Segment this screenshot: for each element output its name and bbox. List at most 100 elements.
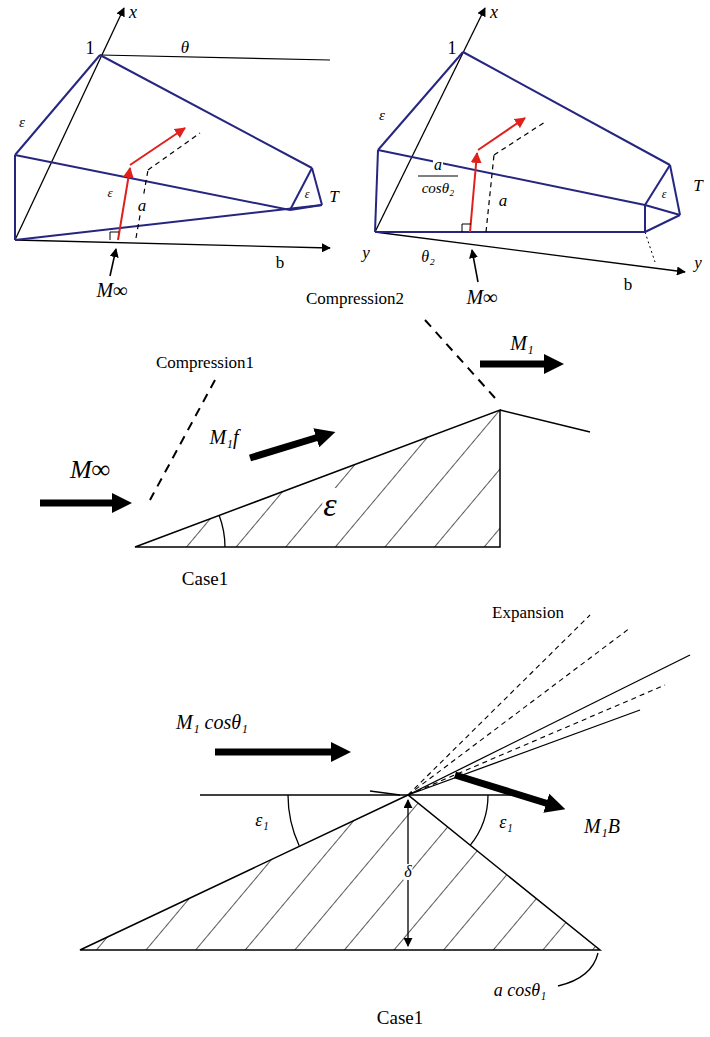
wedge-3d-right-stroke bbox=[478, 118, 525, 150]
angle-label: ε₁ bbox=[254, 811, 269, 829]
wedge-3d-left-stroke bbox=[118, 168, 130, 240]
wedge-3d-right-stroke bbox=[645, 215, 680, 232]
expansion-wedge bbox=[80, 615, 690, 986]
thickness-label: T bbox=[328, 188, 339, 205]
compression-wedge-stroke bbox=[250, 436, 322, 458]
angle-label: θ bbox=[180, 39, 190, 56]
axis-label: x bbox=[128, 3, 138, 21]
expansion-wedge-stroke bbox=[408, 685, 665, 795]
compression-wedge bbox=[40, 320, 590, 547]
wedge-3d-right-stroke bbox=[494, 122, 545, 155]
wedge-3d-left-stroke bbox=[148, 133, 200, 170]
angle-label: θ₂ bbox=[420, 249, 435, 265]
expansion-wedge-stroke bbox=[200, 794, 520, 795]
fraction-denominator: cosθ₂ bbox=[421, 181, 456, 196]
expansion-wedge-stroke bbox=[80, 795, 600, 950]
point-label: 1 bbox=[447, 39, 458, 57]
expansion-wedge-stroke bbox=[408, 628, 630, 795]
wedge-3d-left-stroke bbox=[15, 240, 330, 248]
wedge-3d-left-stroke bbox=[100, 55, 312, 168]
expansion-wedge-stroke bbox=[370, 791, 400, 795]
wedge-3d-right-stroke bbox=[375, 8, 485, 232]
wedge-3d-right-stroke bbox=[462, 224, 471, 232]
compression-wedge-stroke bbox=[219, 515, 225, 547]
angle-label: ε₁ bbox=[498, 813, 513, 831]
axis-label: y bbox=[693, 254, 703, 271]
axis-label: y bbox=[361, 244, 371, 261]
wedge-3d-left-stroke bbox=[110, 232, 119, 240]
expansion-wedge-stroke bbox=[470, 795, 488, 845]
expansion-wedge-stroke bbox=[408, 710, 640, 795]
compression-wedge-stroke bbox=[150, 380, 215, 500]
angle-label: ε bbox=[304, 188, 311, 200]
angle-label: ε bbox=[378, 108, 386, 123]
wave-label: Expansion bbox=[491, 604, 565, 621]
wedge-3d-left-stroke bbox=[290, 205, 322, 210]
wedge-3d-left-stroke bbox=[130, 128, 185, 165]
compression-wedge-stroke bbox=[135, 410, 500, 547]
wave-label: Compression2 bbox=[305, 290, 405, 307]
wedge-3d-right-stroke bbox=[645, 205, 680, 215]
wedge-3d-right-stroke bbox=[418, 175, 458, 176]
span-label: b bbox=[623, 276, 634, 293]
compression-wedge-stroke bbox=[500, 410, 590, 432]
fraction-numerator: a bbox=[433, 157, 443, 173]
compression-wedge-stroke bbox=[425, 320, 495, 398]
case-caption: Case1 bbox=[181, 569, 229, 588]
wedge-3d-left-stroke bbox=[290, 168, 312, 210]
angle-label: ε bbox=[322, 488, 337, 522]
mach-label: M∞ bbox=[96, 280, 129, 300]
wedge-3d-left-stroke bbox=[100, 55, 330, 60]
wedge-3d-right-stroke bbox=[378, 52, 463, 150]
wedge-3d-right-stroke bbox=[470, 153, 477, 232]
wedge-3d-right-stroke bbox=[472, 250, 478, 282]
wedge-3d-left-stroke bbox=[110, 249, 116, 276]
thickness-label: T bbox=[692, 177, 703, 194]
wedge-3d-right-stroke bbox=[463, 52, 670, 165]
expansion-wedge-stroke bbox=[288, 795, 299, 846]
wedge-3d-right-stroke bbox=[645, 232, 655, 262]
expansion-wedge-stroke bbox=[215, 749, 337, 756]
angle-label: ε bbox=[661, 188, 668, 200]
wedge-3d-left-stroke bbox=[14, 155, 16, 240]
wave-label: Compression1 bbox=[155, 354, 255, 371]
wedge-3d-right-stroke bbox=[375, 231, 645, 233]
wedge-3d-left-stroke bbox=[15, 8, 124, 240]
wedge-3d-left-stroke bbox=[15, 155, 290, 210]
wedge-3d-right-stroke bbox=[375, 232, 685, 272]
dimension-label: δ bbox=[403, 864, 412, 880]
expansion-wedge-stroke bbox=[408, 615, 590, 795]
span-label: b bbox=[275, 254, 286, 271]
axis-label: x bbox=[489, 3, 499, 21]
length-label: a bbox=[498, 192, 509, 209]
wedge-3d-left-stroke bbox=[15, 205, 322, 240]
dimension-label: a cosθ₁ bbox=[493, 981, 548, 999]
mach-label: M∞ bbox=[466, 287, 499, 307]
mach-label: M₁f bbox=[208, 427, 239, 447]
case-caption: Case1 bbox=[376, 1008, 424, 1027]
wedge-3d-left bbox=[15, 8, 330, 276]
wedge-3d-left-stroke bbox=[136, 170, 148, 238]
wedge-3d-right-stroke bbox=[645, 165, 670, 205]
expansion-wedge-stroke bbox=[408, 655, 690, 795]
mach-label: M₁ cosθ₁ bbox=[175, 712, 249, 732]
wedge-3d-left-stroke bbox=[15, 55, 100, 155]
length-label: a bbox=[137, 197, 148, 214]
compression-wedge-stroke bbox=[480, 361, 550, 368]
compression-wedge-stroke bbox=[40, 500, 118, 507]
wedge-3d-right-stroke bbox=[375, 150, 378, 232]
angle-label: ε bbox=[18, 115, 26, 130]
wedge-3d-right-stroke bbox=[486, 155, 494, 232]
wedge-3d-right-stroke bbox=[644, 205, 646, 232]
point-label: 1 bbox=[85, 39, 96, 57]
mach-label: M∞ bbox=[69, 457, 111, 483]
mach-label: M₁ bbox=[509, 333, 535, 353]
wedge-3d-right bbox=[375, 8, 685, 282]
angle-label: ε bbox=[106, 186, 113, 199]
wedge-3d-right-stroke bbox=[378, 150, 645, 205]
expansion-wedge-stroke bbox=[558, 953, 598, 986]
mach-label: M₁B bbox=[583, 816, 621, 836]
